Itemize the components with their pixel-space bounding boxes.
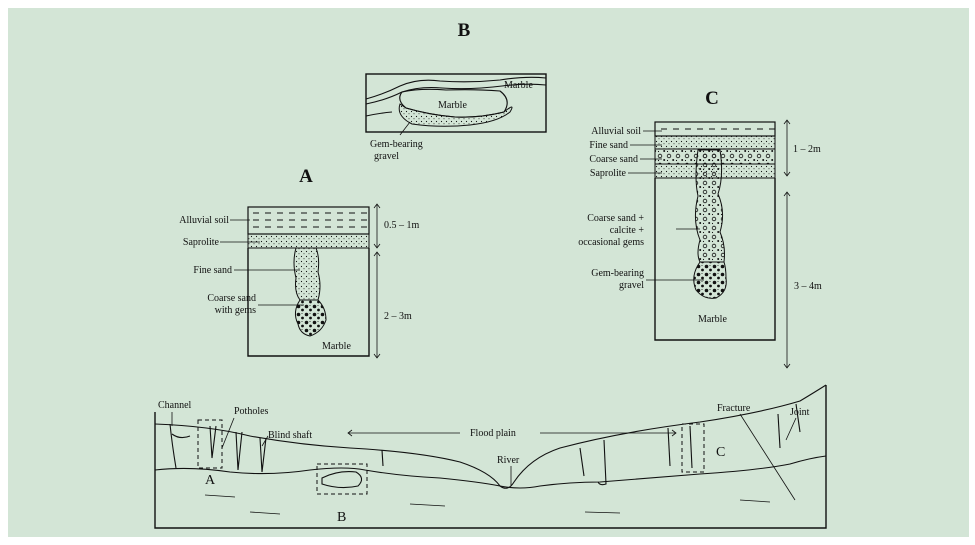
fracture-mark-2: [598, 440, 606, 485]
flood-plain-arrow-right: [540, 430, 676, 436]
marker-c-label: C: [716, 445, 725, 460]
joint-label: Joint: [790, 407, 810, 418]
flood-plain-arrow-left: [348, 430, 460, 436]
panel-a-coarse-label-2: with gems: [215, 305, 256, 316]
panel-a-fine-sand-pipe: [294, 248, 320, 300]
blind-shaft-2: [382, 450, 383, 466]
fracture-mark-3: [668, 428, 670, 466]
panel-c-depth-bottom-label: 3 – 4m: [794, 281, 822, 292]
fracture-mark-1: [580, 448, 584, 476]
fracture-leader: [740, 414, 795, 500]
panel-c-fine-sand-layer: [655, 136, 775, 149]
panel-a-marble-label: Marble: [322, 341, 351, 352]
panel-b-marble-center-label: Marble: [438, 100, 467, 111]
joint-mark-1: [778, 414, 780, 448]
panel-c-gravel-label-1: Gem-bearing: [591, 268, 644, 279]
panel-b-marble-top-label: Marble: [504, 80, 533, 91]
lens-b: [322, 472, 362, 488]
panel-b-title: B: [458, 20, 471, 41]
channel-line: [170, 424, 176, 468]
panel-a-fine-sand-label: Fine sand: [193, 265, 232, 276]
panel-c-alluvial-label: Alluvial soil: [591, 126, 641, 137]
blind-shaft-1: [260, 438, 266, 472]
panel-b-seam-left: [366, 112, 392, 116]
panel-b: B Marble Marble Gem-bearing gravel: [366, 20, 546, 162]
fracture-label: Fracture: [717, 403, 751, 414]
rock-line-3: [410, 504, 445, 506]
marker-b-label: B: [337, 510, 346, 525]
panel-c-fine-sand-label: Fine sand: [589, 140, 628, 151]
cross-section: Channel Potholes Blind shaft Flood plain…: [155, 385, 826, 528]
rock-line-4: [585, 512, 620, 513]
panel-c-mix-label-3: occasional gems: [578, 237, 644, 248]
panel-c-depth-top-label: 1 – 2m: [793, 144, 821, 155]
channel-wiggle: [172, 434, 190, 438]
panel-a: A Alluvial soil Saprolite Fine sand Coar…: [179, 166, 419, 358]
pothole-1: [210, 426, 216, 458]
panel-c-alluvial-layer: [655, 122, 775, 136]
channel-label: Channel: [158, 400, 192, 411]
panel-c-marble-label: Marble: [698, 314, 727, 325]
panel-c-title: C: [705, 88, 719, 109]
pothole-2: [236, 432, 242, 470]
panel-a-title: A: [299, 166, 313, 187]
panel-c-coarse-label: Coarse sand: [589, 154, 638, 165]
panel-c-mix-label-1: Coarse sand +: [587, 213, 644, 224]
panel-c-saprolite-label: Saprolite: [590, 168, 627, 179]
rock-line-1: [205, 495, 235, 497]
panel-a-alluvial-label: Alluvial soil: [179, 215, 229, 226]
marker-a-label: A: [205, 473, 216, 488]
panel-a-saprolite-label: Saprolite: [183, 237, 220, 248]
rock-line-2: [250, 512, 280, 514]
rock-line-5: [740, 500, 770, 502]
panel-b-gravel-label-2: gravel: [374, 151, 399, 162]
panel-b-gravel-label-1: Gem-bearing: [370, 139, 423, 150]
panel-c-gravel-label-2: gravel: [619, 280, 644, 291]
joint-leader: [786, 418, 796, 440]
bedrock-surface: [155, 456, 826, 488]
potholes-leader: [222, 418, 234, 448]
panel-a-saprolite-layer: [248, 234, 369, 248]
potholes-label: Potholes: [234, 406, 269, 417]
panel-a-alluvial-soil-layer: [248, 207, 369, 234]
panel-c: C Alluvial soil Fine sand Coarse sand Sa…: [578, 88, 822, 368]
panel-c-mix-label-2: calcite +: [610, 225, 645, 236]
panel-a-depth-bottom-label: 2 – 3m: [384, 311, 412, 322]
blind-shaft-label: Blind shaft: [268, 430, 312, 441]
panel-c-coarse-pipe: [695, 150, 724, 262]
fracture-mark-4: [690, 426, 692, 468]
flood-plain-label: Flood plain: [470, 428, 516, 439]
panel-a-coarse-label-1: Coarse sand: [207, 293, 256, 304]
river-label: River: [497, 455, 520, 466]
marker-box-c: [682, 424, 704, 472]
panel-a-depth-top-label: 0.5 – 1m: [384, 220, 420, 231]
panel-b-gravel-leader: [400, 122, 410, 135]
